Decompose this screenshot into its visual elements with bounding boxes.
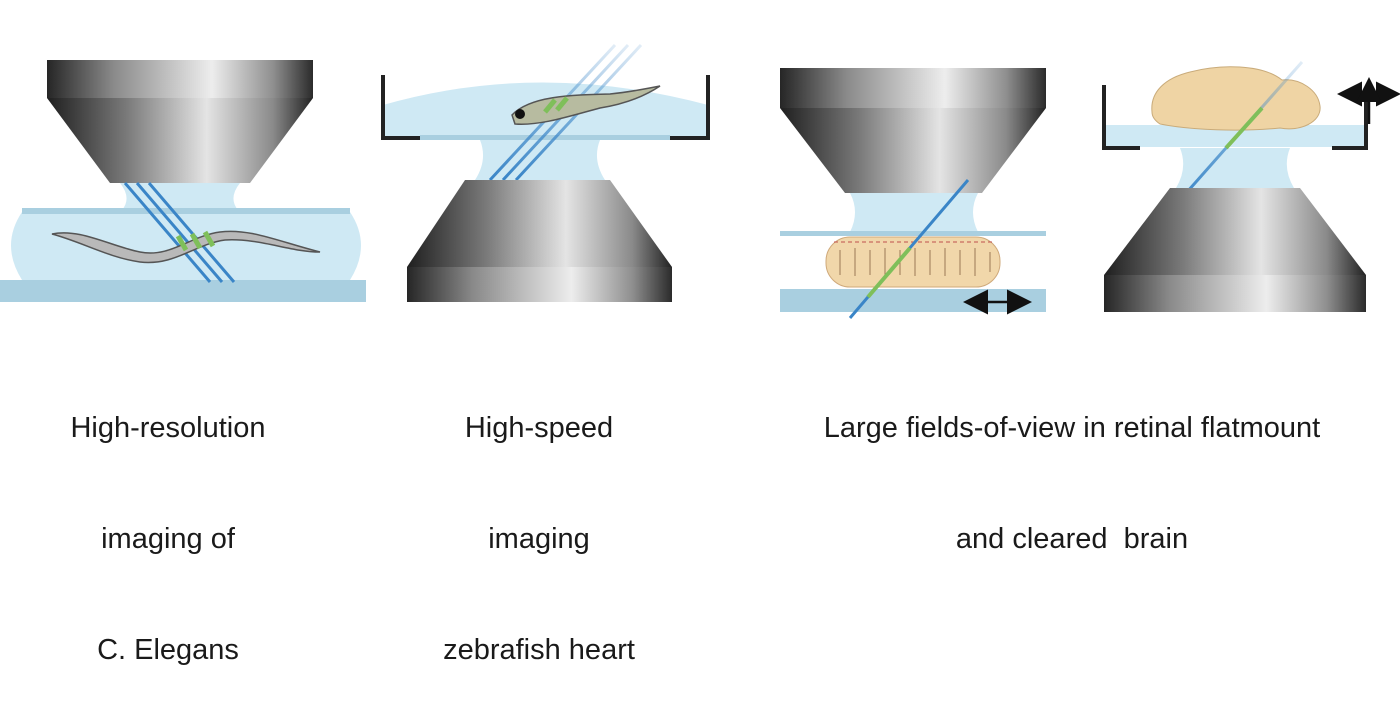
objective-lens-icon: [407, 180, 672, 302]
caption-line: High-resolution: [70, 412, 266, 444]
objective-lens-icon: [780, 68, 1046, 193]
caption-c-elegans: High-resolution imaging of C. Elegans: [20, 336, 316, 706]
caption-line: and cleared brain: [955, 523, 1189, 555]
coverslip: [780, 231, 1046, 236]
bottom-slide: [780, 289, 1046, 312]
caption-line: imaging: [488, 523, 590, 555]
bottom-slide: [0, 280, 366, 302]
dish-walls: [381, 75, 710, 140]
caption-line: High-speed: [464, 412, 614, 444]
zebrafish-icon: [511, 85, 661, 126]
caption-line: zebrafish heart: [443, 634, 635, 666]
dish-bottom: [420, 135, 670, 140]
illuminated-region: [866, 246, 912, 299]
illuminated-region: [1224, 106, 1264, 150]
immersion-medium: [475, 140, 605, 180]
light-sheet: [123, 182, 236, 283]
panel-retina: [780, 68, 1046, 319]
double-arrow-icon: [1337, 77, 1400, 124]
caption-zebrafish: High-speed imaging zebrafish heart: [400, 336, 678, 706]
objective-lens-icon: [1104, 188, 1366, 312]
caption-retina-brain: Large fields-of-view in retinal flatmoun…: [770, 336, 1374, 595]
caption-line: imaging of: [101, 523, 235, 555]
objective-lens-icon: [47, 60, 313, 183]
top-coverslip: [22, 208, 350, 214]
caption-line: C. Elegans: [97, 634, 239, 666]
panel-brain: [1102, 61, 1400, 312]
caption-line: Large fields-of-view in retinal flatmoun…: [823, 412, 1321, 444]
immersion-medium: [850, 193, 978, 232]
immersion-medium: [120, 183, 240, 210]
panel-zebrafish: [381, 43, 710, 302]
illuminated-region: [175, 230, 216, 252]
panel-c-elegans: [0, 60, 366, 302]
mouse-brain-icon: [1151, 66, 1321, 131]
immersion-medium: [1176, 148, 1294, 188]
dish-walls: [1102, 85, 1368, 150]
light-sheet-figure: [0, 43, 1400, 319]
